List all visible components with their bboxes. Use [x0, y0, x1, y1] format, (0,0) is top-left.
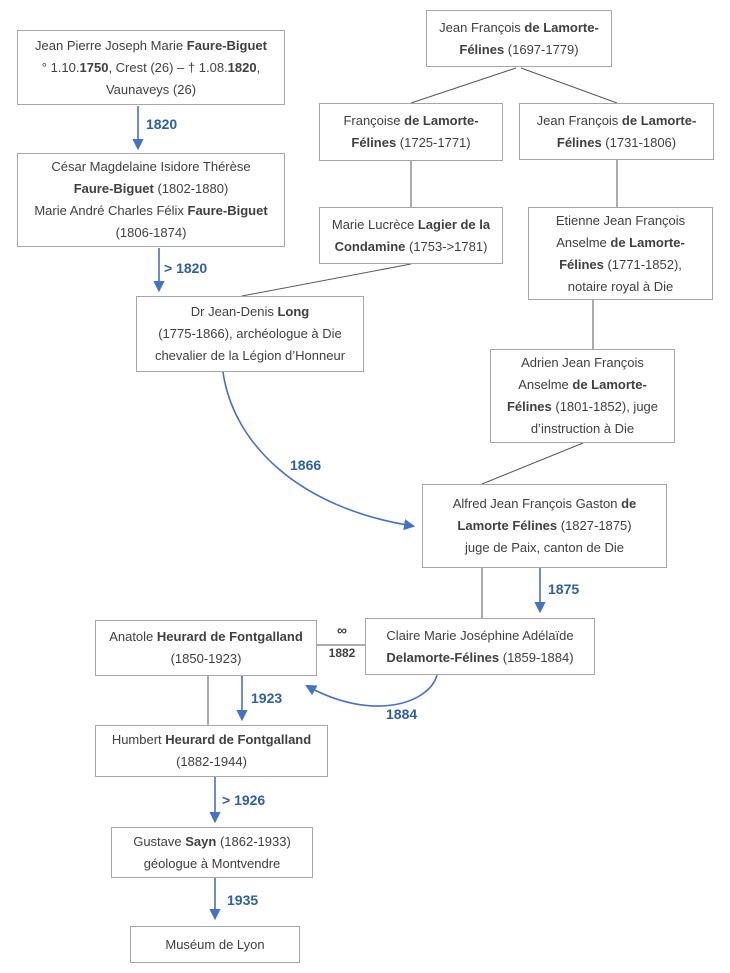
- node-jean-denis-long: Dr Jean-Denis Long(1775-1866), archéolog…: [136, 296, 364, 372]
- lineage-line-lamortesr-francoise: [410, 67, 517, 104]
- node-anatole-heurard-de-fontgalland: Anatole Heurard de Fontgalland(1850-1923…: [95, 620, 317, 676]
- transfer-year-label-1866: 1866: [290, 457, 322, 473]
- node-jean-francois-lamorte-felines-senior: Jean François de Lamorte-Félines (1697-1…: [426, 10, 612, 67]
- transfer-arrow-1866: [222, 371, 416, 531]
- node-jean-pierre-faure-biguet: Jean Pierre Joseph Marie Faure-Biguet° 1…: [17, 30, 285, 105]
- node-humbert-heurard-de-fontgalland: Humbert Heurard de Fontgalland(1882-1944…: [95, 725, 328, 777]
- transfer-year-label-1884: 1884: [386, 706, 418, 722]
- marriage-icon: ∞: [337, 622, 347, 638]
- transfer-year-label-after-1820: > 1820: [164, 260, 208, 276]
- transfer-year-label-1820: 1820: [146, 116, 178, 132]
- transfer-year-label-1923: 1923: [251, 690, 283, 706]
- transfer-year-label-after-1926: > 1926: [222, 792, 266, 808]
- node-museum-de-lyon: Muséum de Lyon: [130, 926, 300, 963]
- transfer-arrow-1884: [305, 674, 438, 707]
- lineage-line-adrien-alfred: [481, 442, 584, 485]
- transfer-year-label-1875: 1875: [548, 581, 580, 597]
- transfer-year-label-1935: 1935: [227, 892, 259, 908]
- lineage-line-lamortesr-jfjr: [520, 67, 618, 104]
- lineage-line-condamine-long: [241, 263, 412, 297]
- marriage-year: 1882: [328, 646, 356, 660]
- node-gustave-sayn: Gustave Sayn (1862-1933)géologue à Montv…: [111, 827, 313, 878]
- node-francoise-lamorte-felines: Françoise de Lamorte-Félines (1725-1771): [319, 103, 503, 161]
- node-jean-francois-lamorte-felines-junior: Jean François de Lamorte-Félines (1731-1…: [519, 103, 714, 160]
